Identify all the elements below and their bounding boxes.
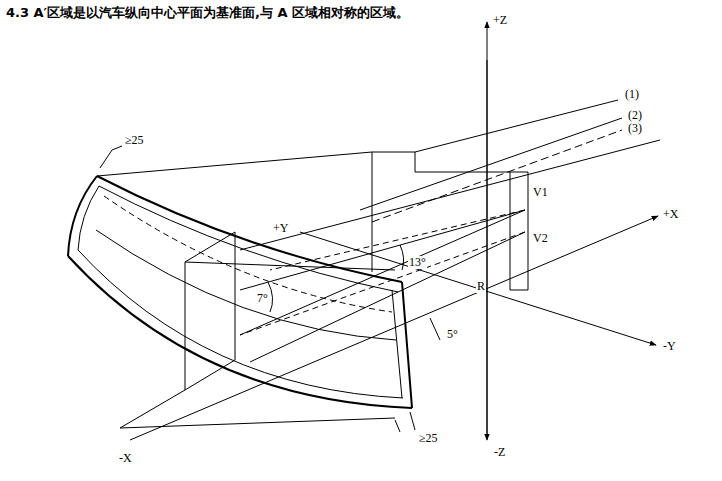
glass-right-band [392, 290, 402, 398]
drawing-label: +Z [492, 14, 508, 27]
dimension-leader [100, 146, 122, 168]
drawing-label: (3) [627, 122, 643, 135]
angle-arc [400, 245, 404, 270]
drawing-label: 13° [408, 256, 427, 269]
ref-line [415, 100, 618, 152]
body-outline [372, 152, 510, 172]
glass-top-edge [97, 176, 402, 282]
ref-line [240, 140, 660, 250]
eye-plane [510, 172, 528, 290]
drawing-label: -Z [493, 446, 506, 459]
zone-box [185, 232, 235, 390]
sight-ray [240, 210, 525, 335]
sight-ray [250, 232, 525, 362]
drawing-label: -X [118, 452, 133, 465]
glass-left-edge [68, 176, 97, 256]
zone-box-lines [120, 262, 395, 428]
glass-bottom-edge [68, 256, 412, 408]
ref-line [372, 130, 622, 222]
drawing-label: V1 [532, 186, 549, 199]
sight-ray [270, 210, 525, 270]
drawing-label: -Y [662, 340, 677, 353]
drawing-label: 5° [446, 328, 459, 341]
glass-zone-curve [104, 196, 392, 312]
dimension-leader [395, 412, 415, 432]
sight-ray [240, 210, 525, 290]
glass-top-band [99, 186, 398, 292]
drawing-label: ≥25 [418, 432, 439, 445]
drawing-label: (1) [624, 88, 640, 101]
drawing-label: (2) [627, 109, 643, 122]
ref-line [360, 118, 622, 210]
y-axis [300, 232, 656, 345]
glass-right-edge [402, 282, 412, 408]
glass-bottom-band [78, 250, 403, 398]
drawing-label: ≥25 [124, 134, 145, 147]
drawing-label: +Y [272, 222, 289, 235]
glass-left-band [78, 186, 99, 250]
glass-zone-curve [96, 230, 396, 340]
sight-ray [240, 232, 525, 335]
drawing-label: V2 [532, 232, 549, 245]
drawing-label: 7° [256, 292, 269, 305]
drawing-label: +X [662, 208, 679, 221]
section-heading: 4.3 A′区域是以汽车纵向中心平面为基准面,与 A 区域相对称的区域。 [6, 4, 409, 22]
drawing-label: R [476, 280, 486, 293]
angle-arc [430, 318, 440, 340]
